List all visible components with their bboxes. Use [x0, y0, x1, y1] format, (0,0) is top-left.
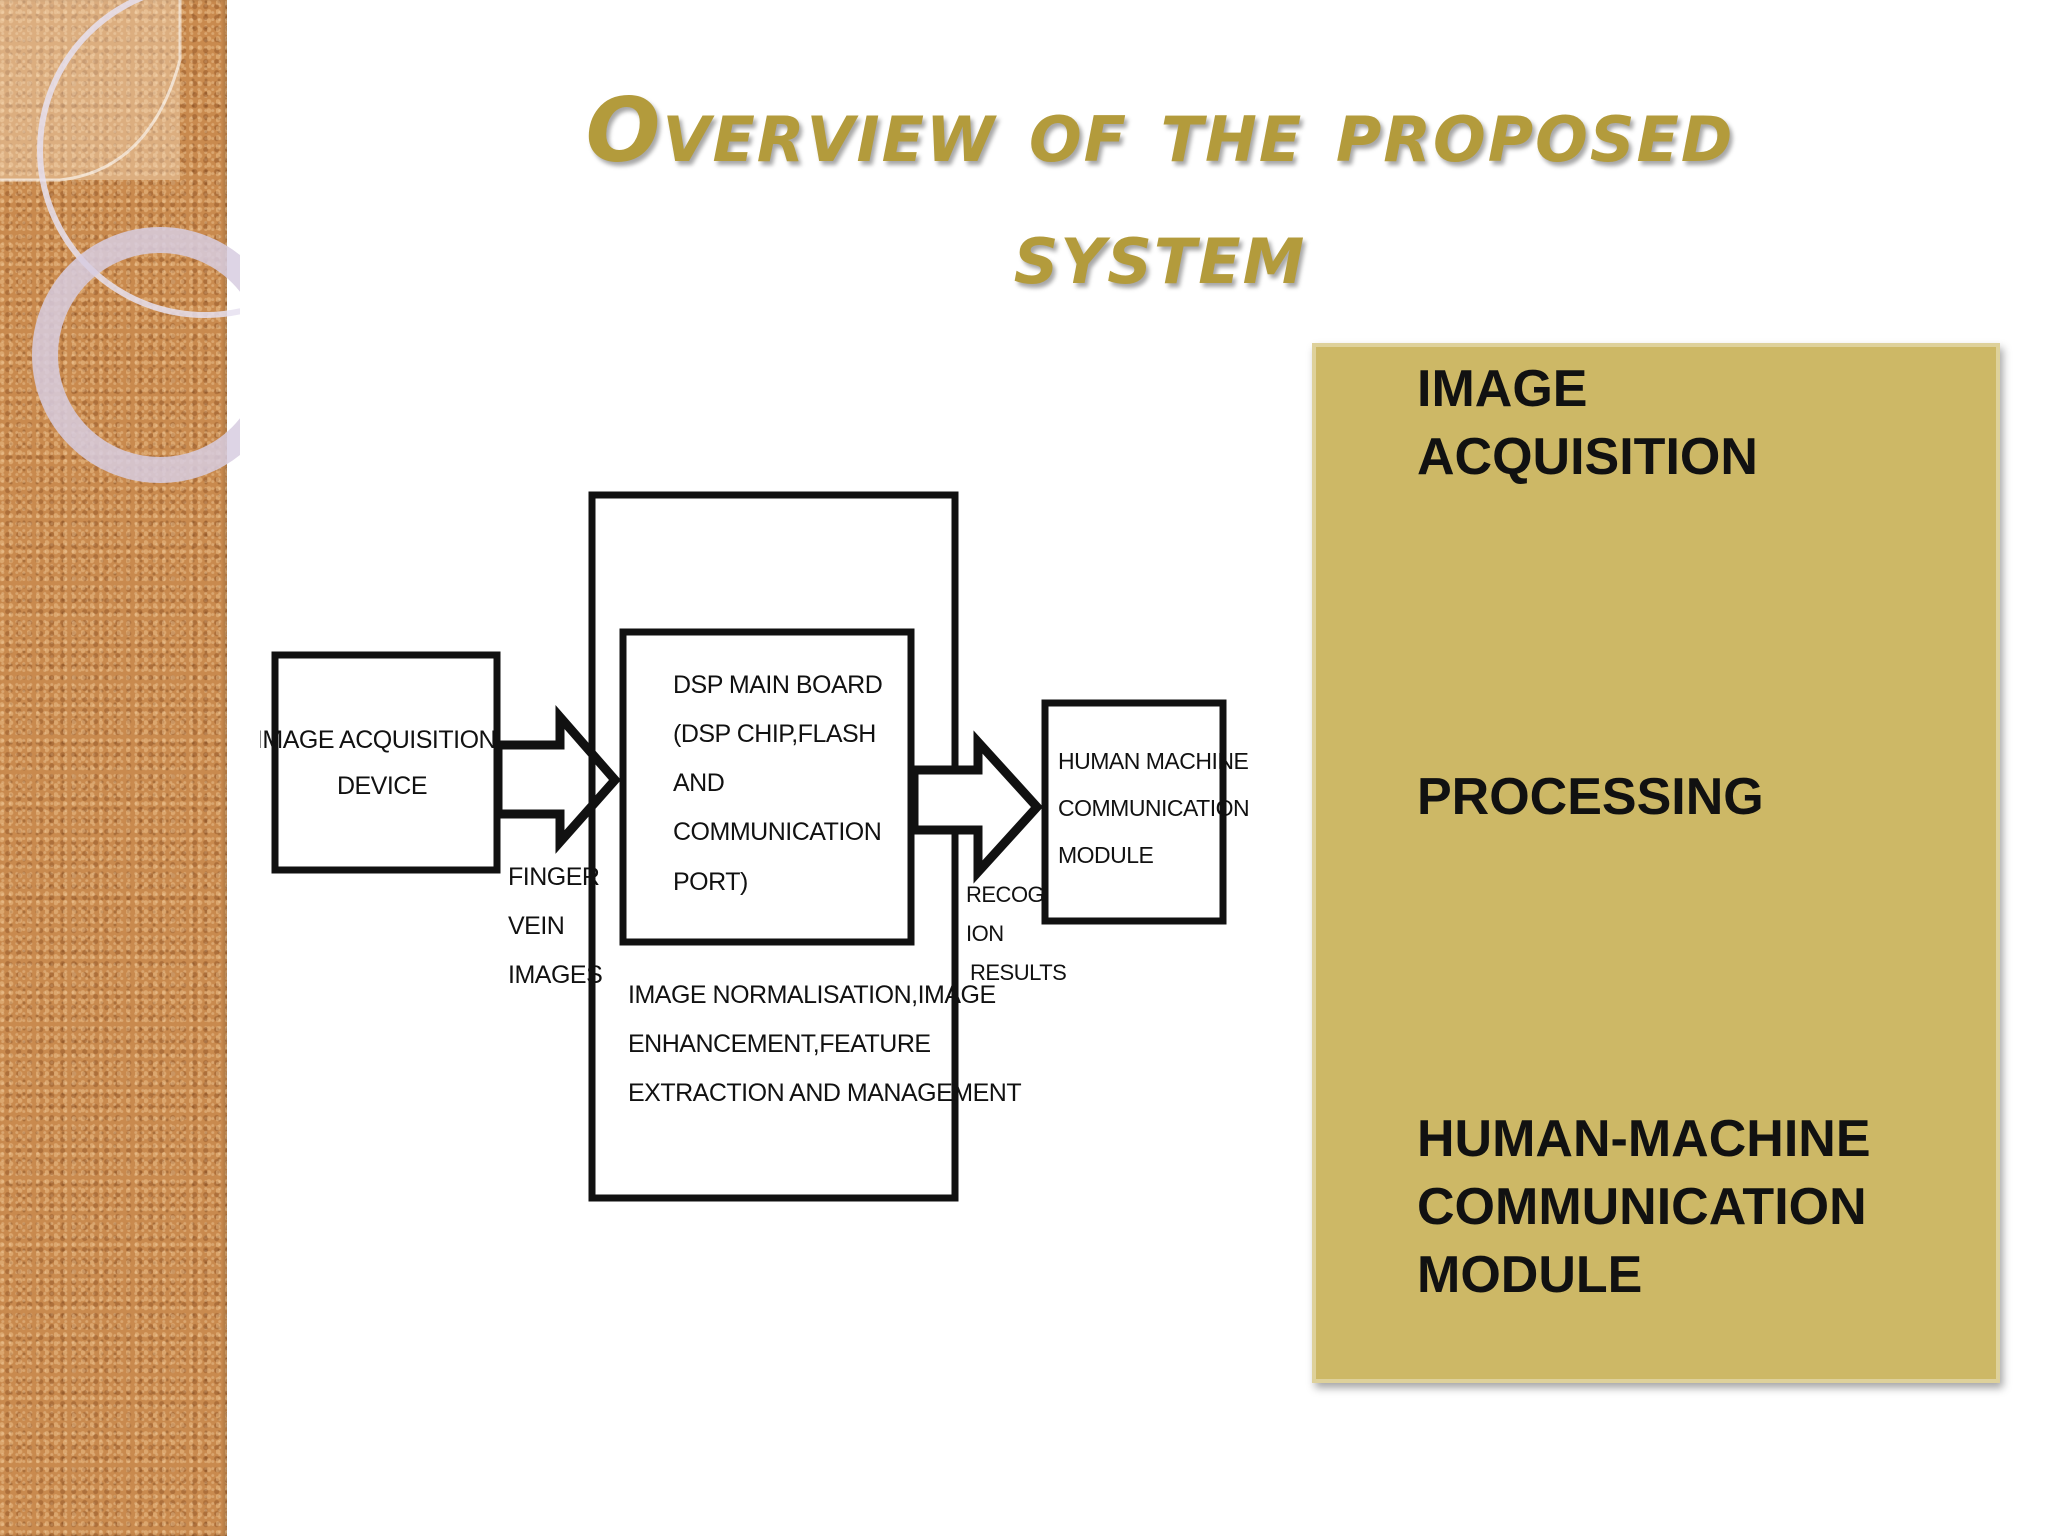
dsp-board-label-2: (DSP CHIP,FLASH [673, 720, 876, 748]
output-arrow [909, 730, 1044, 884]
hmc-module-box [1041, 699, 1227, 925]
dsp-board-label-4: COMMUNICATION [673, 818, 881, 846]
panel-item-hmc-module: HUMAN-MACHINE COMMUNICATION MODULE [1417, 1105, 1977, 1309]
input-arrow-label-3: IMAGES [508, 961, 602, 989]
hmc-module-label-1: HUMAN MACHINE [1058, 748, 1248, 774]
dsp-board-label-5: PORT) [673, 868, 748, 896]
summary-panel: IMAGE ACQUISITION PROCESSING HUMAN-MACHI… [1312, 343, 2000, 1383]
acquisition-device-box [271, 651, 501, 874]
decorative-rings [0, 0, 240, 483]
processing-unit-box [588, 491, 959, 1202]
panel-item-image-acquisition: IMAGE ACQUISITION [1417, 355, 1977, 491]
acquisition-device-label-2: DEVICE [337, 772, 427, 800]
panel-item-3-line-1: HUMAN-MACHINE [1417, 1110, 1871, 1168]
input-arrow-label-2: VEIN [508, 912, 564, 940]
slide-title: Overview of the proposed system [420, 70, 1900, 314]
output-arrow-label-3: RESULTS [970, 960, 1066, 985]
processing-steps-3: EXTRACTION AND MANAGEMENT [628, 1079, 1021, 1107]
hmc-module-label-2: COMMUNICATION [1058, 795, 1249, 821]
panel-item-1-line-2: ACQUISITION [1417, 428, 1758, 486]
hmc-module-label-3: MODULE [1058, 842, 1154, 868]
input-arrow [493, 705, 621, 854]
input-arrow-label-1: FINGER [508, 863, 599, 891]
dsp-board-label-3: AND [673, 769, 724, 797]
panel-item-1-line-1: IMAGE [1417, 360, 1588, 418]
title-line-1: Overview of the proposed [585, 79, 1735, 182]
processing-steps-1: IMAGE NORMALISATION,IMAGE [628, 981, 996, 1009]
panel-item-3-line-2: COMMUNICATION [1417, 1178, 1867, 1236]
acquisition-device-label-1: IMAGE ACQUISITION [260, 726, 496, 754]
output-arrow-label-2: ION [966, 921, 1004, 946]
processing-steps-2: ENHANCEMENT,FEATURE [628, 1030, 931, 1058]
system-block-diagram: IMAGE ACQUISITION DEVICE FINGER VEIN IMA… [260, 491, 1250, 1202]
dsp-board-box [619, 628, 915, 946]
title-line-2: system [1013, 201, 1307, 304]
panel-item-2-line-1: PROCESSING [1417, 768, 1764, 826]
dsp-board-label-1: DSP MAIN BOARD [673, 671, 882, 699]
panel-item-3-line-3: MODULE [1417, 1246, 1643, 1304]
panel-item-processing: PROCESSING [1417, 763, 1977, 831]
